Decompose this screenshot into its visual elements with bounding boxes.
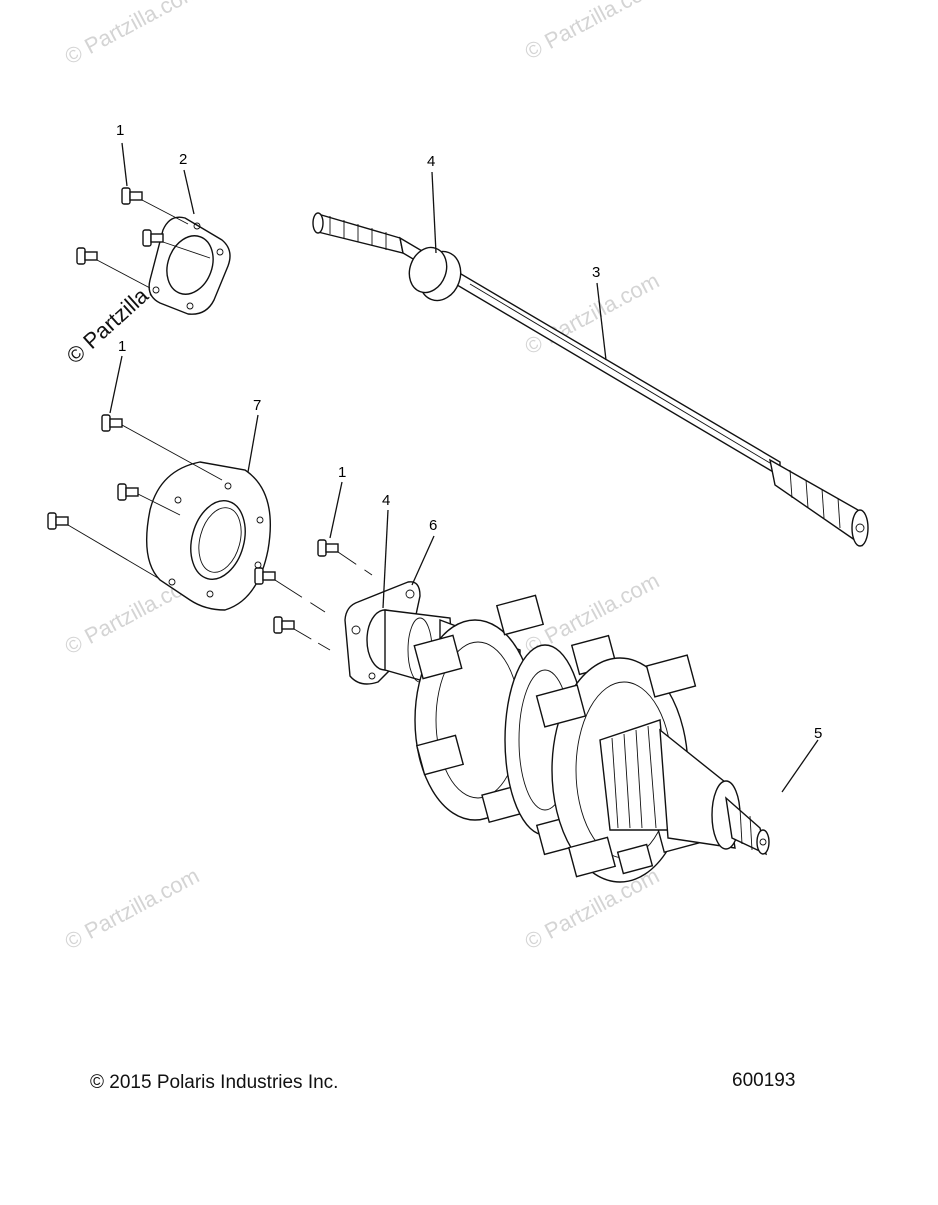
diagram-number: 600193 <box>732 1070 796 1091</box>
watermark: © Partzilla.com <box>521 268 664 360</box>
bolt <box>317 539 339 557</box>
callout-4: 4 <box>427 153 435 170</box>
bolt <box>76 247 98 265</box>
callout-3: 3 <box>592 264 600 281</box>
flange-plate <box>145 461 271 611</box>
watermark: © Partzilla.com <box>521 0 664 64</box>
callout-1: 1 <box>118 338 126 355</box>
bolt <box>121 187 143 205</box>
bolt <box>101 414 123 432</box>
watermark: © Partzilla.com <box>61 863 204 955</box>
callout-4: 4 <box>382 492 390 509</box>
gasket-top <box>148 216 231 315</box>
copyright-notice: © 2015 Polaris Industries Inc. <box>90 1072 339 1093</box>
bolt <box>142 229 164 247</box>
callout-1: 1 <box>338 464 346 481</box>
callout-1: 1 <box>116 122 124 139</box>
axle-shaft <box>312 212 869 547</box>
callout-2: 2 <box>179 151 187 168</box>
callout-6: 6 <box>429 517 437 534</box>
bolt <box>254 567 276 585</box>
watermark: © Partzilla.com <box>61 0 204 69</box>
bolt <box>117 483 139 501</box>
bolt <box>273 616 295 634</box>
differential-assembly <box>344 581 770 883</box>
bolt <box>47 512 69 530</box>
callout-7: 7 <box>253 397 261 414</box>
callout-5: 5 <box>814 725 822 742</box>
